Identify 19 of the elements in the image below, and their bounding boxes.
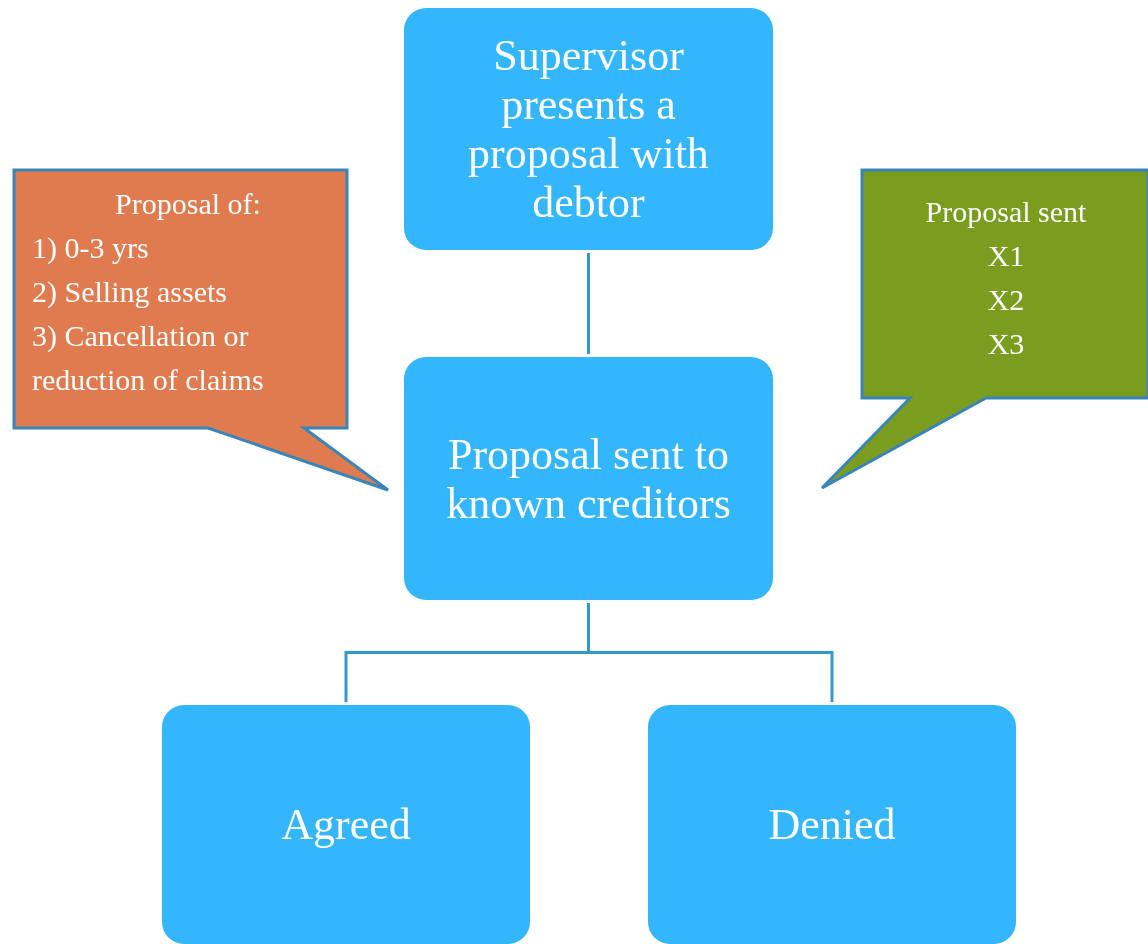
process-box bbox=[648, 705, 1016, 944]
process-box bbox=[404, 8, 773, 250]
callout-text: Proposal sent bbox=[924, 194, 1088, 230]
box-label: Denied bbox=[768, 800, 896, 849]
connector-line bbox=[587, 253, 590, 354]
callout-text: X3 bbox=[986, 326, 1026, 362]
box-label: Proposal sent to known creditors bbox=[445, 429, 732, 528]
callout-shape bbox=[12, 168, 392, 494]
callout-text: 2) Selling assets bbox=[32, 274, 228, 310]
callout-text: X2 bbox=[986, 282, 1026, 318]
box-label: Agreed bbox=[281, 800, 411, 849]
callout-text: Proposal of: bbox=[114, 186, 262, 222]
process-box bbox=[404, 357, 773, 600]
callout-shape bbox=[818, 168, 1148, 492]
process-box bbox=[162, 705, 530, 944]
callout-text: X1 bbox=[986, 238, 1026, 274]
callout-text: 1) 0-3 yrs bbox=[32, 230, 150, 266]
box-label: Supervisor presents a proposal with debtor bbox=[467, 31, 710, 227]
callout-text: 3) Cancellation or reduction of claims bbox=[32, 318, 265, 398]
